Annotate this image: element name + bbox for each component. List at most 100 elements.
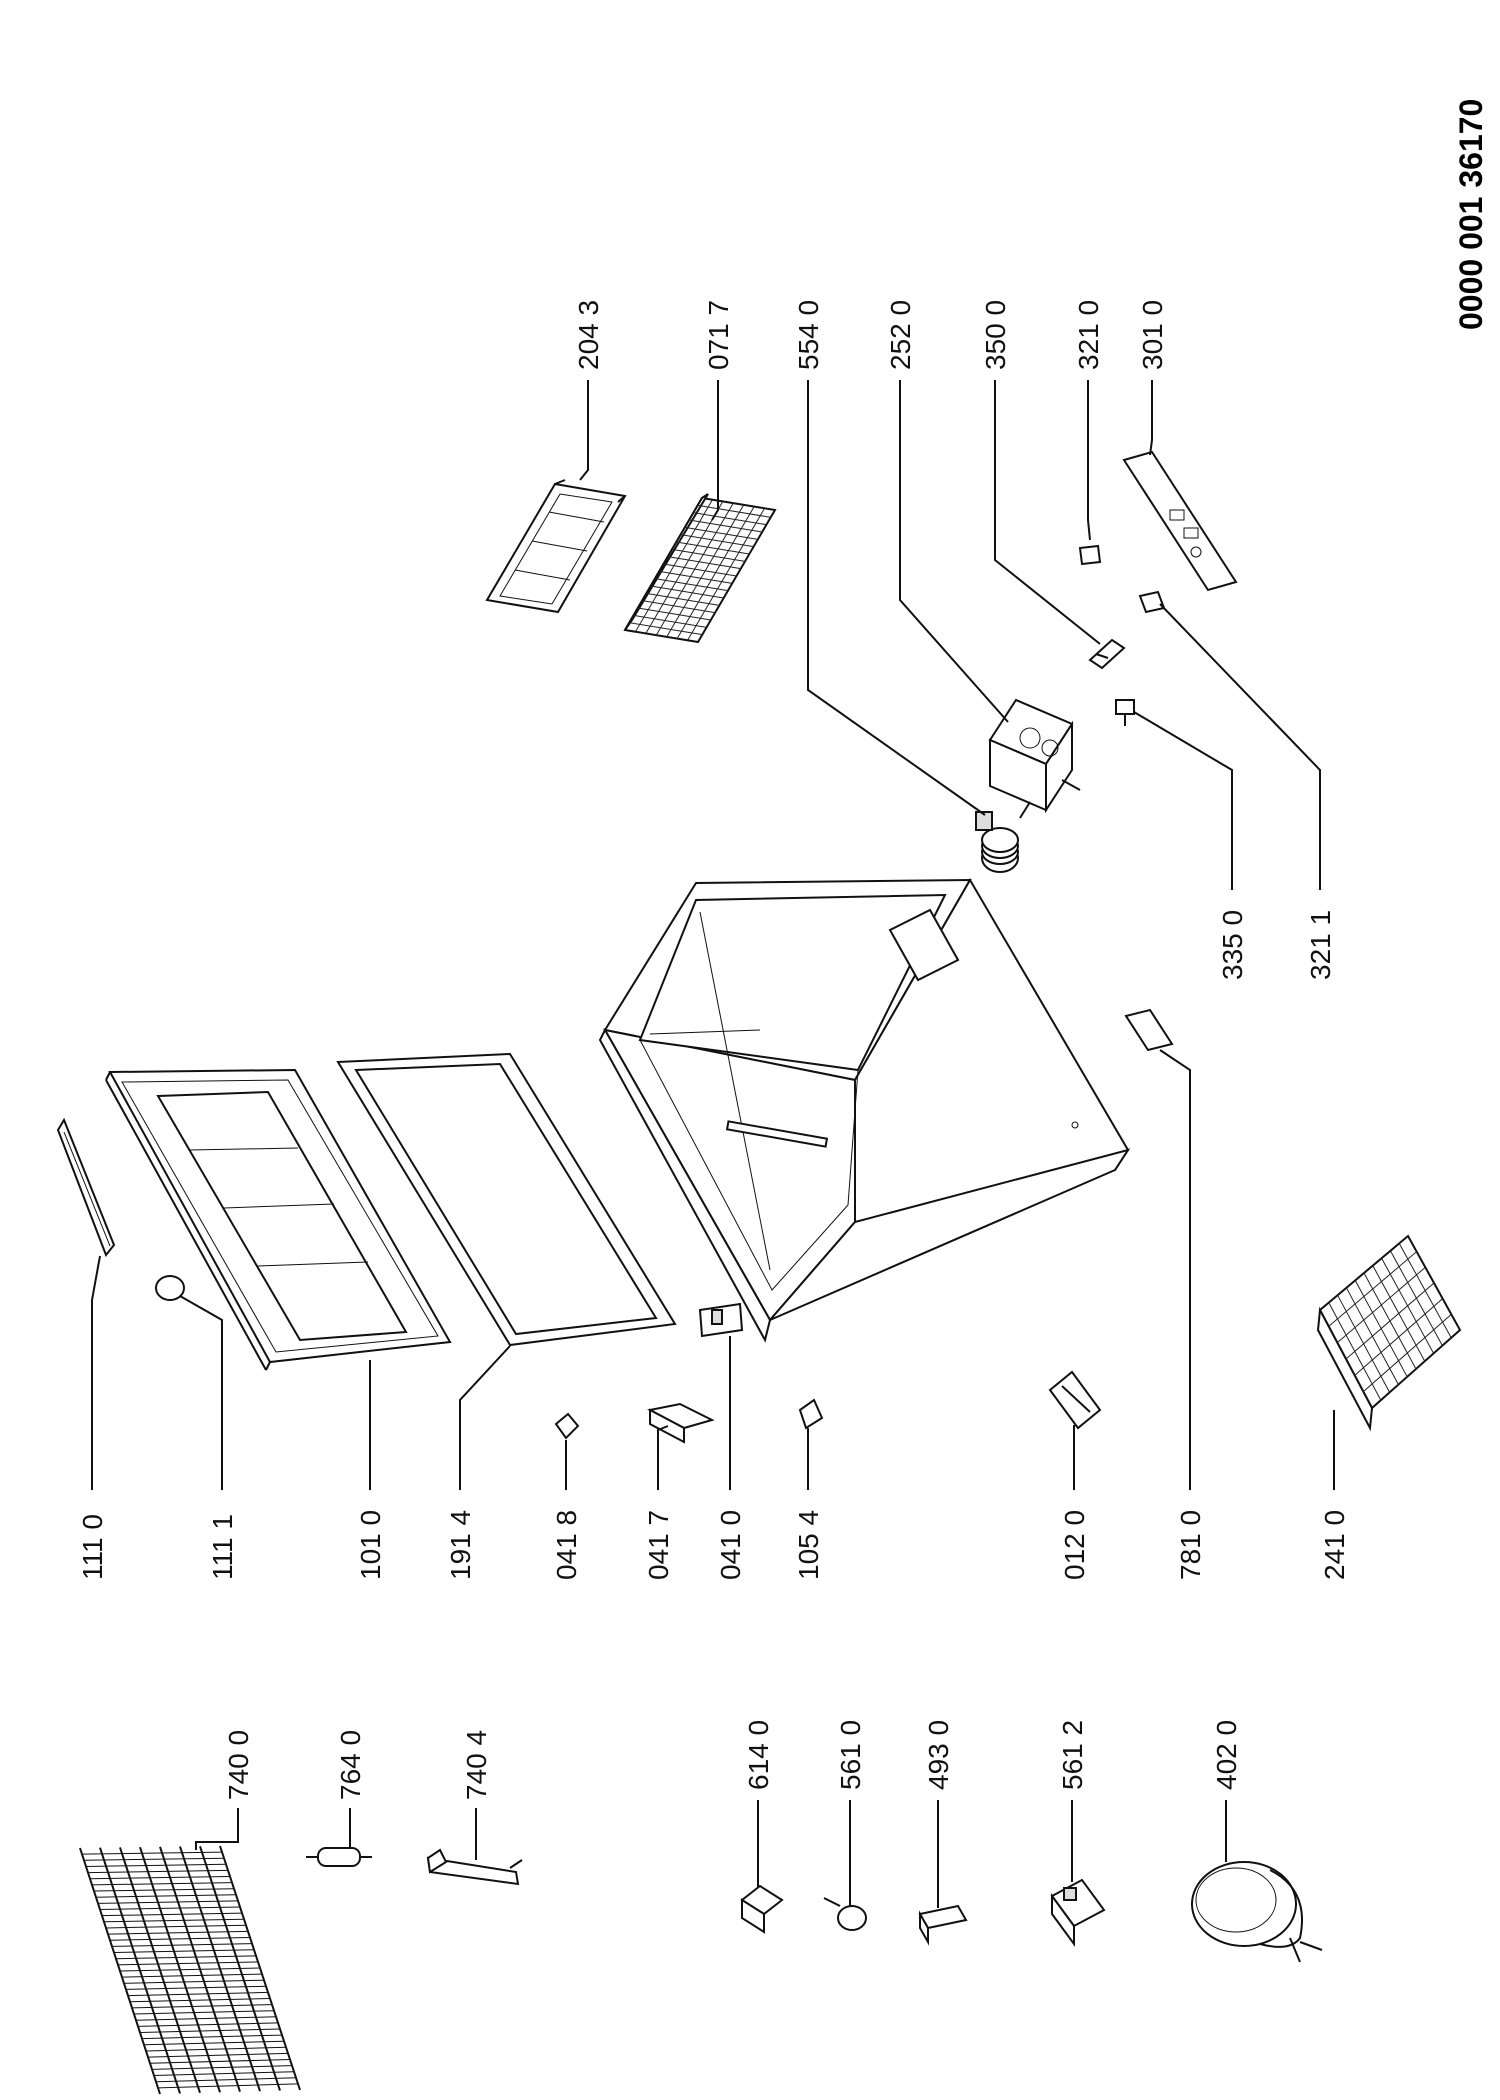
label-041-0: 041 0 [715, 1510, 746, 1580]
foot-bracket-part [1048, 1370, 1102, 1430]
label-402-0: 402 0 [1211, 1720, 1242, 1790]
small-bracket-part [1078, 544, 1102, 566]
pattern-line [113, 1949, 255, 1954]
label-335-0: 335 0 [1217, 910, 1248, 980]
label-105-4: 105 4 [793, 1510, 824, 1580]
hinge-block-part [647, 1402, 715, 1444]
pattern-line [137, 2022, 279, 2027]
clip-part [1088, 638, 1126, 670]
pattern-line [87, 1869, 229, 1874]
label-554-0: 554 0 [793, 300, 824, 370]
label-111-1: 111 1 [207, 1514, 238, 1580]
pattern-line [129, 1998, 271, 2003]
pattern-line [687, 508, 766, 641]
pattern-line [123, 1979, 265, 1984]
wire-basket-part [1316, 1234, 1462, 1432]
label-301-0: 301 0 [1137, 300, 1168, 370]
pattern-line [676, 541, 750, 555]
gasket-frame-part [336, 1052, 677, 1347]
pattern-line [95, 1894, 237, 1898]
pattern-line [133, 2010, 275, 2015]
label-204-3: 204 3 [573, 300, 604, 370]
pipe-bracket-part [426, 1848, 523, 1886]
label-012-0: 012 0 [1059, 1510, 1090, 1580]
pattern-line [83, 1857, 225, 1861]
shelf-tray-part [485, 479, 627, 614]
latch-part [798, 1398, 824, 1430]
pattern-line [693, 512, 767, 526]
pattern-line [115, 1955, 257, 1960]
pattern-line [671, 548, 746, 562]
small-plate-part [1138, 590, 1166, 614]
pattern-line [97, 1900, 239, 1904]
pattern-line [637, 607, 711, 621]
condenser-coil-part [79, 1845, 301, 2095]
label-350-0: 350 0 [980, 300, 1011, 370]
pattern-line [103, 1918, 245, 1923]
label-561-2: 561 2 [1057, 1720, 1088, 1790]
starter-part [1050, 1878, 1106, 1948]
pattern-line [119, 1967, 261, 1972]
pattern-line [91, 1882, 233, 1886]
pattern-line [697, 504, 771, 518]
label-252-0: 252 0 [885, 300, 916, 370]
pattern-line [135, 2016, 277, 2021]
pattern-line [121, 1973, 263, 1978]
label-191-4: 191 4 [445, 1510, 476, 1580]
lid-part [105, 1068, 452, 1371]
handle-bar-part [56, 1117, 116, 1257]
pattern-line [111, 1943, 253, 1947]
pattern-line [1337, 1266, 1426, 1344]
pattern-line [157, 2083, 299, 2089]
leader-lines [91, 380, 1335, 1908]
label-614-0: 614 0 [743, 1720, 774, 1790]
label-740-0: 740 0 [223, 1730, 254, 1800]
filter-drier-part [306, 1847, 372, 1867]
pattern-line [650, 585, 724, 599]
pattern-line [689, 519, 763, 533]
pattern-line [147, 2052, 289, 2058]
hinge-part [698, 1302, 744, 1338]
pattern-line [145, 2046, 287, 2052]
label-493-0: 493 0 [923, 1720, 954, 1790]
label-740-4: 740 4 [461, 1730, 492, 1800]
pattern-line [654, 578, 729, 592]
pattern-line [105, 1924, 247, 1929]
pattern-line [109, 1937, 251, 1941]
label-041-7: 041 7 [643, 1510, 674, 1580]
pattern-line [89, 1876, 231, 1880]
pattern-line [139, 2028, 281, 2033]
pattern-line [684, 526, 758, 540]
pattern-line [127, 1991, 269, 1997]
part-labels: 204 3 071 7 554 0 252 0 350 0 321 0 301 … [77, 300, 1350, 1800]
pattern-line [680, 534, 754, 548]
label-764-0: 764 0 [335, 1730, 366, 1800]
label-781-0: 781 0 [1175, 1510, 1206, 1580]
pattern-line [655, 502, 734, 636]
pattern-line [676, 506, 755, 639]
grid-basket-part [623, 493, 777, 644]
pattern-line [149, 2059, 291, 2064]
label-071-7: 071 7 [703, 300, 734, 370]
pattern-line [155, 2077, 297, 2083]
pattern-line [125, 1985, 267, 1990]
pattern-line [646, 592, 720, 606]
label-041-8: 041 8 [551, 1510, 582, 1580]
pattern-line [85, 1863, 227, 1867]
cabinet-body [598, 878, 1131, 1343]
pattern-line [666, 504, 745, 638]
pattern-line [153, 2071, 295, 2077]
relay-part [740, 1884, 784, 1934]
pattern-line [81, 1851, 223, 1855]
pattern-line [151, 2065, 293, 2070]
pattern-line [634, 499, 713, 632]
compressor-part [1191, 1861, 1323, 1963]
label-561-0: 561 0 [835, 1720, 866, 1790]
pattern-line [1363, 1313, 1452, 1393]
pattern-line [143, 2040, 285, 2046]
label-101-0: 101 0 [355, 1510, 386, 1580]
mounting-plate-part [1124, 1008, 1174, 1052]
pattern-line [663, 563, 737, 577]
pattern-line [645, 501, 724, 634]
